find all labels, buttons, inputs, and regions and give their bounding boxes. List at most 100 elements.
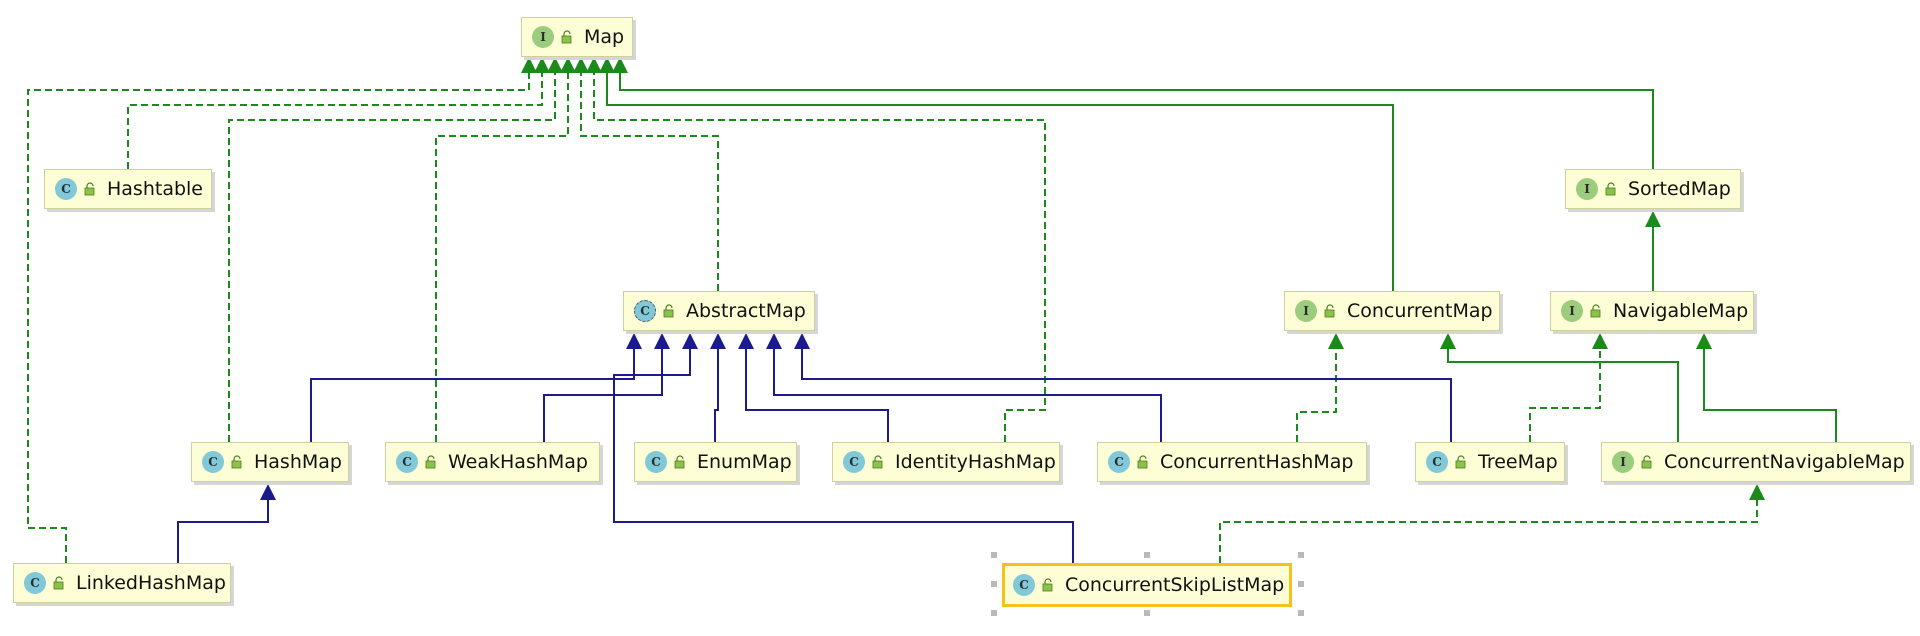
node-label: IdentityHashMap bbox=[895, 451, 1056, 473]
class-icon: C bbox=[843, 451, 865, 473]
public-lock-icon bbox=[871, 455, 885, 469]
relation-edge bbox=[177, 499, 269, 563]
node-label: SortedMap bbox=[1628, 178, 1731, 200]
inheritance-arrowhead bbox=[612, 57, 628, 73]
selection-handle[interactable] bbox=[1298, 552, 1304, 558]
public-lock-icon bbox=[1041, 578, 1055, 592]
inheritance-arrowhead bbox=[1645, 211, 1661, 227]
relation-edge bbox=[310, 348, 635, 442]
node-concurrenthashmap[interactable]: C ConcurrentHashMap bbox=[1097, 442, 1367, 482]
public-lock-icon bbox=[1323, 304, 1337, 318]
node-abstractmap[interactable]: C AbstractMap bbox=[623, 291, 815, 331]
selection-handle[interactable] bbox=[1298, 581, 1304, 587]
relation-edge bbox=[1219, 499, 1758, 563]
relation-edge bbox=[1296, 348, 1337, 442]
node-label: HashMap bbox=[254, 451, 342, 473]
interface-icon: I bbox=[1576, 178, 1598, 200]
node-label: LinkedHashMap bbox=[76, 572, 226, 594]
public-lock-icon bbox=[1604, 182, 1618, 196]
class-icon: C bbox=[1108, 451, 1130, 473]
relation-edge bbox=[619, 72, 1654, 169]
public-lock-icon bbox=[1454, 455, 1468, 469]
inheritance-arrowhead bbox=[1440, 333, 1456, 349]
inheritance-arrowhead bbox=[547, 57, 563, 73]
interface-icon: I bbox=[1561, 300, 1583, 322]
public-lock-icon bbox=[83, 182, 97, 196]
relation-edge bbox=[606, 72, 1394, 291]
inheritance-arrowhead bbox=[599, 57, 615, 73]
class-icon: C bbox=[1013, 574, 1035, 596]
inheritance-arrowhead bbox=[654, 333, 670, 349]
inheritance-arrowhead bbox=[586, 57, 602, 73]
relation-edge bbox=[773, 348, 1162, 442]
relation-edge bbox=[613, 348, 1074, 563]
node-sortedmap[interactable]: I SortedMap bbox=[1565, 169, 1741, 209]
class-icon: C bbox=[24, 572, 46, 594]
node-treemap[interactable]: C TreeMap bbox=[1415, 442, 1565, 482]
class-icon: C bbox=[645, 451, 667, 473]
class-icon: C bbox=[396, 451, 418, 473]
node-label: ConcurrentSkipListMap bbox=[1065, 574, 1285, 596]
relation-edge bbox=[714, 348, 719, 442]
public-lock-icon bbox=[1640, 455, 1654, 469]
node-hashmap[interactable]: C HashMap bbox=[191, 442, 349, 482]
public-lock-icon bbox=[1589, 304, 1603, 318]
node-label: NavigableMap bbox=[1613, 300, 1749, 322]
node-hashtable[interactable]: C Hashtable bbox=[44, 169, 212, 209]
selection-handle[interactable] bbox=[991, 581, 997, 587]
relation-edge bbox=[801, 348, 1452, 442]
public-lock-icon bbox=[673, 455, 687, 469]
public-lock-icon bbox=[662, 304, 676, 318]
relation-edge bbox=[745, 348, 889, 442]
selection-handle[interactable] bbox=[1298, 610, 1304, 616]
inheritance-arrowhead bbox=[260, 484, 276, 500]
node-concurrentmap[interactable]: I ConcurrentMap bbox=[1284, 291, 1500, 331]
node-concurrentskiplistmap[interactable]: C ConcurrentSkipListMap bbox=[1002, 563, 1292, 607]
node-concurrentnavigablemap[interactable]: I ConcurrentNavigableMap bbox=[1601, 442, 1911, 482]
node-label: ConcurrentHashMap bbox=[1160, 451, 1354, 473]
inheritance-arrowhead bbox=[738, 333, 754, 349]
node-label: AbstractMap bbox=[686, 300, 806, 322]
selection-handle[interactable] bbox=[1144, 610, 1150, 616]
node-label: EnumMap bbox=[697, 451, 792, 473]
public-lock-icon bbox=[230, 455, 244, 469]
node-linkedhashmap[interactable]: C LinkedHashMap bbox=[13, 563, 231, 603]
node-map[interactable]: I Map bbox=[521, 17, 633, 57]
inheritance-arrowhead bbox=[1328, 333, 1344, 349]
relation-edge bbox=[228, 72, 556, 442]
node-enummap[interactable]: C EnumMap bbox=[634, 442, 797, 482]
interface-icon: I bbox=[1295, 300, 1317, 322]
node-label: TreeMap bbox=[1478, 451, 1558, 473]
selection-handle[interactable] bbox=[1144, 552, 1150, 558]
inheritance-arrowhead bbox=[1696, 333, 1712, 349]
inheritance-arrowhead bbox=[626, 333, 642, 349]
public-lock-icon bbox=[424, 455, 438, 469]
interface-icon: I bbox=[1612, 451, 1634, 473]
public-lock-icon bbox=[560, 30, 574, 44]
relation-edge bbox=[435, 72, 569, 442]
node-label: ConcurrentMap bbox=[1347, 300, 1493, 322]
inheritance-arrowhead bbox=[766, 333, 782, 349]
inheritance-arrowhead bbox=[710, 333, 726, 349]
inheritance-arrowhead bbox=[534, 57, 550, 73]
relation-edge bbox=[1447, 348, 1679, 442]
node-navigablemap[interactable]: I NavigableMap bbox=[1550, 291, 1754, 331]
inheritance-arrowhead bbox=[560, 57, 576, 73]
node-label: Map bbox=[584, 26, 625, 48]
relation-edge bbox=[1529, 348, 1601, 442]
class-icon: C bbox=[202, 451, 224, 473]
relation-edge bbox=[543, 348, 663, 442]
selection-handle[interactable] bbox=[991, 610, 997, 616]
node-identityhashmap[interactable]: C IdentityHashMap bbox=[832, 442, 1060, 482]
interface-icon: I bbox=[532, 26, 554, 48]
inheritance-arrowhead bbox=[573, 57, 589, 73]
node-weakhashmap[interactable]: C WeakHashMap bbox=[385, 442, 600, 482]
relation-edge bbox=[1703, 348, 1837, 442]
class-icon: C bbox=[55, 178, 77, 200]
abstract-class-icon: C bbox=[634, 300, 656, 322]
node-label: ConcurrentNavigableMap bbox=[1664, 451, 1905, 473]
relation-edge bbox=[27, 72, 530, 563]
selection-handle[interactable] bbox=[991, 552, 997, 558]
node-label: WeakHashMap bbox=[448, 451, 588, 473]
